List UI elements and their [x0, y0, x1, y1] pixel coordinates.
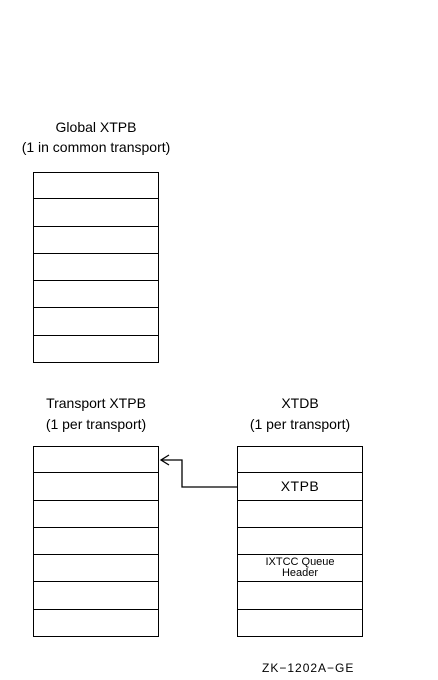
xtdb-cell — [237, 582, 363, 610]
transport-xtpb-cell — [33, 582, 159, 610]
global-xtpb-cell — [33, 335, 159, 364]
global-xtpb-title: Global XTPB — [55, 119, 137, 135]
pointer-arrow-line — [161, 459, 237, 488]
transport-xtpb-cell — [33, 609, 159, 638]
global-xtpb-cell — [33, 172, 159, 200]
transport-xtpb-subtitle: (1 per transport) — [45, 416, 147, 432]
xtdb-cell-queue-header: IXTCC Queue Header — [237, 555, 363, 583]
transport-xtpb-title: Transport XTPB — [46, 395, 146, 411]
transport-xtpb-cell — [33, 446, 159, 474]
global-xtpb-cell — [33, 199, 159, 227]
global-xtpb-subtitle: (1 in common transport) — [21, 139, 171, 155]
transport-xtpb-cell — [33, 527, 159, 556]
xtdb-cell — [237, 609, 363, 638]
transport-xtpb-table — [33, 446, 159, 638]
global-xtpb-cell — [33, 253, 159, 282]
pointer-arrow-head — [159, 454, 170, 466]
global-xtpb-table — [33, 172, 159, 364]
xtdb-subtitle: (1 per transport) — [249, 416, 351, 432]
global-xtpb-cell — [33, 281, 159, 309]
global-xtpb-cell — [33, 226, 159, 254]
transport-xtpb-cell — [33, 555, 159, 583]
xtdb-title: XTDB — [281, 395, 319, 411]
global-xtpb-cell — [33, 308, 159, 336]
xtdb-cell — [237, 527, 363, 556]
figure-id: ZK−1202A−GE — [262, 661, 355, 675]
transport-xtpb-cell — [33, 500, 159, 528]
xtdb-table: XTPB IXTCC Queue Header — [237, 446, 363, 638]
xtdb-cell-xtpb-pointer: XTPB — [237, 473, 363, 501]
xtdb-cell — [237, 500, 363, 528]
xtdb-cell — [237, 446, 363, 474]
transport-xtpb-cell — [33, 473, 159, 501]
